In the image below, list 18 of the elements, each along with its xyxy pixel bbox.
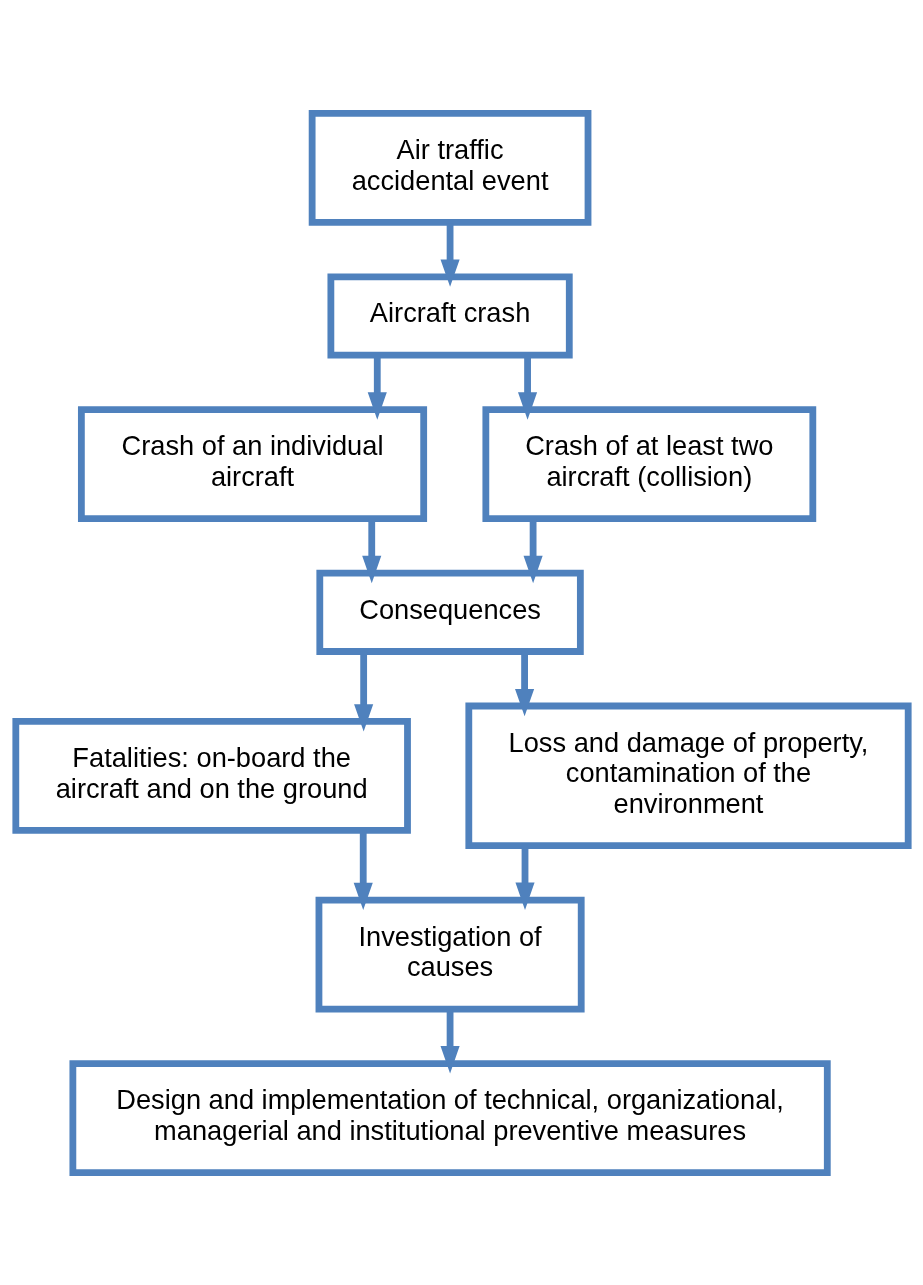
arrow (523, 518, 543, 583)
arrow (353, 829, 373, 910)
node-box: Fatalities: on-board the aircraft and on the ground (11, 717, 411, 834)
node-box: Crash of at least two aircraft (collision) (481, 405, 816, 522)
arrow (440, 222, 460, 287)
node-box: Loss and damage of property, contamination of the environment (464, 702, 912, 849)
arrow (517, 355, 537, 420)
arrow (367, 355, 387, 420)
node-box: Investigation of causes (315, 896, 585, 1013)
arrow (361, 518, 381, 583)
node-box: Consequences (315, 569, 584, 655)
arrow (514, 651, 534, 716)
node-box: Aircraft crash (326, 272, 573, 359)
arrow (440, 1009, 460, 1073)
arrow (514, 845, 535, 910)
node-box: Air traffic accidental event (308, 109, 591, 226)
node-box: Crash of an individual aircraft (77, 405, 427, 522)
node-box: Design and implementation of technical, organizational, managerial and institutional preventive measures (68, 1059, 831, 1176)
